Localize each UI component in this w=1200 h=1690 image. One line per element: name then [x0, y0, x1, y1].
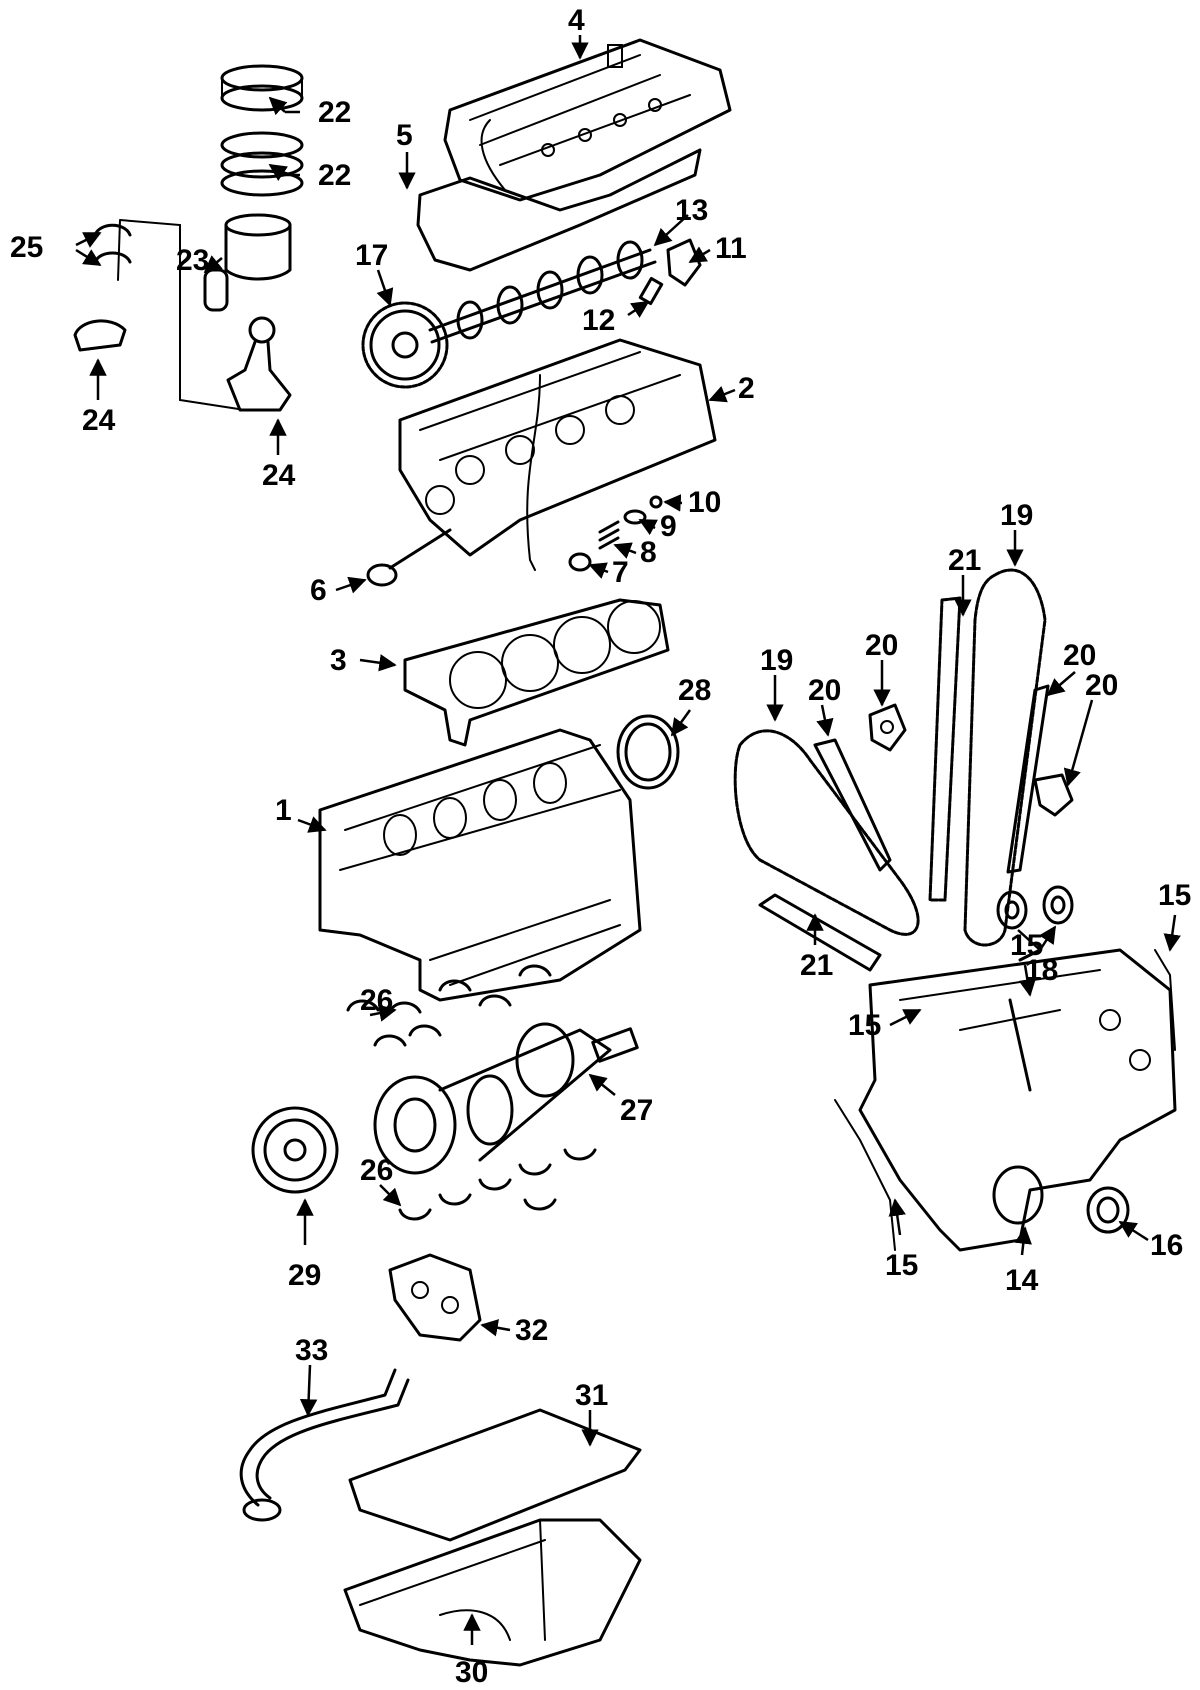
oil-pump[interactable] — [388, 1253, 482, 1342]
callout-26-b: 26 — [360, 1154, 393, 1187]
callout-33: 33 — [295, 1334, 328, 1367]
chain-tensioner-arm-left[interactable] — [758, 893, 882, 972]
harmonic-balancer[interactable] — [251, 1106, 339, 1194]
oil-pan[interactable] — [343, 1518, 642, 1667]
callout-27: 27 — [620, 1094, 653, 1127]
head-gasket[interactable] — [403, 598, 670, 747]
callout-12: 12 — [582, 304, 615, 337]
chain-guide-right[interactable] — [1006, 684, 1050, 874]
callout-26-a: 26 — [360, 984, 393, 1017]
chain-tensioner-right[interactable] — [1033, 773, 1074, 817]
callout-15-c: 15 — [848, 1009, 881, 1042]
callout-labels: 1 2 3 4 5 6 7 8 9 10 11 12 13 14 15 15 1… — [10, 4, 1191, 1689]
callout-4: 4 — [568, 4, 585, 37]
spring-retainer[interactable] — [623, 509, 647, 525]
callout-16: 16 — [1150, 1229, 1183, 1262]
callout-15-d: 15 — [885, 1249, 918, 1282]
chain-tensioner-upper[interactable] — [868, 703, 907, 752]
callout-32: 32 — [515, 1314, 548, 1347]
callout-6: 6 — [310, 574, 327, 607]
callout-25: 25 — [10, 231, 43, 264]
callout-18: 18 — [1025, 954, 1058, 987]
valve[interactable] — [366, 528, 452, 587]
leader-lines — [75, 35, 1181, 1645]
cover-gasket-right[interactable] — [1154, 949, 1176, 1051]
piston[interactable] — [203, 213, 292, 312]
rod-bearings[interactable] — [73, 223, 132, 352]
callout-20-a: 20 — [865, 629, 898, 662]
callout-23: 23 — [176, 244, 209, 277]
camshaft[interactable] — [428, 240, 657, 344]
timing-chain-right[interactable] — [963, 568, 1047, 947]
valve-cover[interactable] — [443, 38, 732, 202]
callout-20-d: 20 — [1085, 669, 1118, 702]
callout-15-a: 15 — [1158, 879, 1191, 912]
timing-cover[interactable] — [858, 948, 1177, 1252]
oil-pickup-tube[interactable] — [239, 1368, 410, 1522]
callout-29: 29 — [288, 1259, 321, 1292]
callout-5: 5 — [396, 119, 413, 152]
callout-7: 7 — [612, 556, 629, 589]
valve-keeper[interactable] — [649, 495, 663, 509]
timing-chain-left[interactable] — [733, 729, 920, 936]
rear-main-seal[interactable] — [616, 714, 680, 790]
assembly-bracket-line — [117, 219, 246, 411]
valve-spring[interactable] — [598, 520, 620, 550]
engine-block[interactable] — [318, 728, 642, 1002]
cylinder-head[interactable] — [398, 338, 717, 557]
callout-24-b: 24 — [262, 459, 296, 492]
valve-cover-gasket[interactable] — [416, 148, 702, 272]
main-bearings-lower[interactable] — [398, 1148, 597, 1221]
piston-rings-upper[interactable] — [220, 64, 304, 112]
callout-13: 13 — [675, 194, 708, 227]
oil-pan-gasket[interactable] — [348, 1408, 642, 1542]
callout-21-b: 21 — [800, 949, 833, 982]
cover-gasket-small[interactable] — [1008, 948, 1042, 1092]
piston-rings-lower[interactable] — [220, 131, 304, 197]
callout-17: 17 — [355, 239, 388, 272]
callout-30: 30 — [455, 1656, 488, 1689]
callout-8: 8 — [640, 536, 657, 569]
callout-14: 14 — [1005, 1264, 1039, 1297]
callout-9: 9 — [660, 510, 677, 543]
callout-15-b: 15 — [1010, 929, 1043, 962]
callout-31: 31 — [575, 1379, 608, 1412]
callout-24-a: 24 — [82, 404, 116, 437]
callout-3: 3 — [330, 644, 347, 677]
callout-19-b: 19 — [760, 644, 793, 677]
callout-28: 28 — [678, 674, 711, 707]
callout-20-c: 20 — [1063, 639, 1096, 672]
chain-guide-vertical[interactable] — [928, 596, 962, 902]
cam-bolt[interactable] — [638, 276, 664, 306]
callout-21-a: 21 — [948, 544, 981, 577]
callout-22-a: 22 — [318, 96, 351, 129]
callout-1: 1 — [275, 794, 292, 827]
valve-lead-line — [526, 374, 541, 571]
crankshaft[interactable] — [373, 1022, 639, 1175]
callout-2: 2 — [738, 372, 755, 405]
callout-10: 10 — [688, 486, 721, 519]
callout-19-a: 19 — [1000, 499, 1033, 532]
chain-guide-upper-left[interactable] — [813, 738, 892, 872]
connecting-rod[interactable] — [226, 316, 292, 412]
callout-22-b: 22 — [318, 159, 351, 192]
cam-sprocket[interactable] — [361, 301, 449, 389]
callout-20-b: 20 — [808, 674, 841, 707]
main-bearings-upper[interactable] — [346, 964, 552, 1047]
cover-gasket-left[interactable] — [834, 1099, 896, 1251]
valve-seal[interactable] — [568, 552, 592, 572]
front-crank-seal[interactable] — [1086, 1186, 1130, 1234]
callout-11: 11 — [715, 232, 747, 265]
cam-phaser-part[interactable] — [666, 238, 702, 287]
